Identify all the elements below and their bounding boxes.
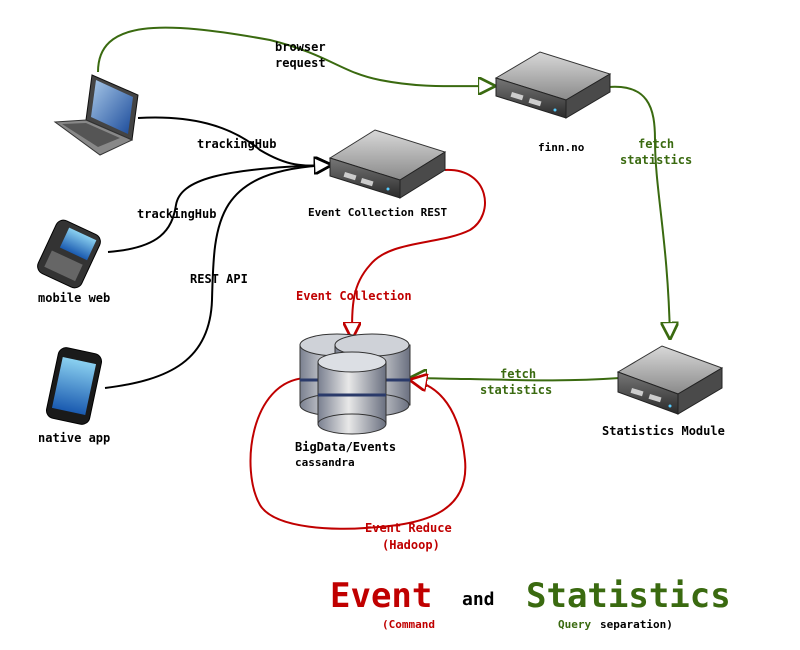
fetch-statistics-top-edge — [599, 85, 670, 338]
statistics-module-label: Statistics Module — [602, 424, 725, 438]
browser-request-edge — [97, 26, 494, 87]
rest-api-edge — [104, 165, 330, 389]
native-app-phone-icon — [45, 347, 103, 425]
native-app-label: native app — [38, 431, 111, 445]
event-reduce-edge — [249, 378, 467, 530]
subtitle-command: (Command — [382, 618, 435, 631]
fetch-top-label: fetch — [638, 137, 675, 151]
rest-api-label: REST API — [190, 272, 248, 286]
statistics-bottom-label: statistics — [480, 383, 553, 397]
event-reduce-label: Event Reduce — [365, 521, 452, 535]
statistics-top-label: statistics — [620, 153, 693, 167]
tracking-hub-mobile-edge — [107, 165, 330, 253]
finn-label: finn.no — [538, 141, 585, 154]
cassandra-label: cassandra — [295, 456, 355, 469]
bigdata-label: BigData/Events — [295, 440, 397, 454]
tracking-hub-mobile-label: trackingHub — [137, 207, 217, 221]
title-and: and — [462, 589, 495, 610]
finn-server-icon — [494, 51, 612, 119]
request-label: request — [275, 56, 326, 70]
browser-label: browser — [275, 40, 326, 54]
subtitle-query: Query — [558, 618, 592, 631]
fetch-bottom-label: fetch — [500, 367, 537, 381]
hadoop-label: (Hadoop) — [382, 538, 440, 552]
subtitle-separation: separation) — [600, 618, 673, 631]
laptop-icon — [53, 74, 139, 156]
database-icon — [299, 333, 411, 435]
title-statistics: Statistics — [526, 576, 731, 616]
mobile-phone-icon — [37, 219, 101, 289]
event-collection-label: Event Collection — [296, 289, 412, 303]
fetch-statistics-bottom-edge — [411, 378, 621, 380]
event-collection-server-icon — [328, 129, 447, 199]
tracking-hub-laptop-label: trackingHub — [197, 137, 277, 151]
statistics-module-server-icon — [616, 345, 724, 415]
event-collection-edge — [352, 168, 486, 338]
event-collection-rest-label: Event Collection REST — [308, 206, 448, 219]
mobile-web-label: mobile web — [38, 291, 111, 305]
title-event: Event — [330, 576, 433, 616]
